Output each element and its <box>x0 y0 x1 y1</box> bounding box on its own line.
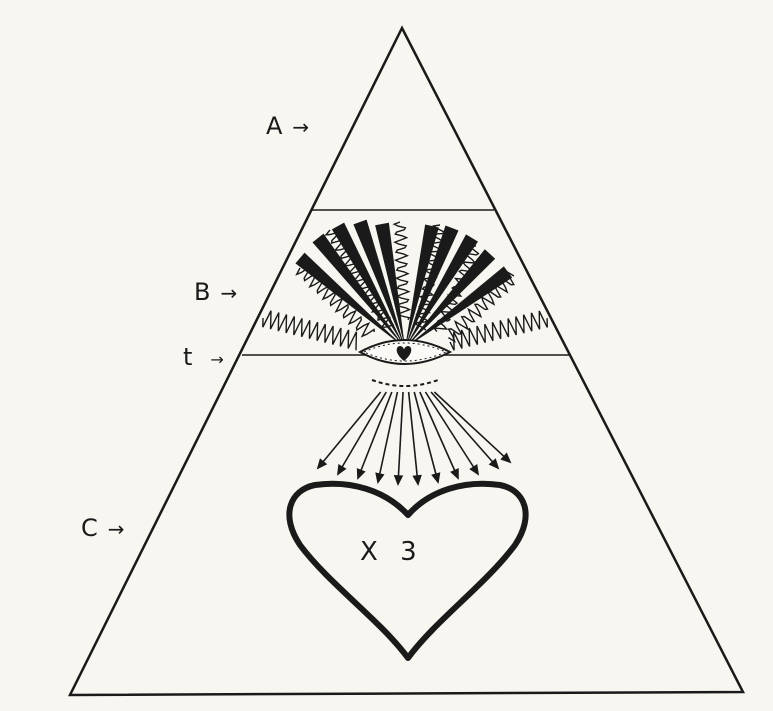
label-a: A→ <box>266 114 309 138</box>
eye-icon <box>360 340 450 364</box>
arrow-icon: → <box>210 350 223 369</box>
arrow-line <box>358 392 392 478</box>
arrow-head <box>414 476 421 484</box>
large-heart-shape <box>289 484 525 658</box>
arrow-line <box>431 392 498 468</box>
arrow-line <box>409 392 418 484</box>
arrow-head <box>395 476 402 484</box>
arrow-head <box>358 469 365 478</box>
arrow-head <box>376 473 383 482</box>
wave-lines <box>263 222 548 350</box>
arrow-icon: → <box>220 281 237 305</box>
arrow-line <box>398 392 403 484</box>
label-c: C→ <box>81 516 125 540</box>
arrow-line <box>318 392 381 468</box>
arrow-icon: → <box>108 517 125 541</box>
arrow-head <box>338 465 345 474</box>
arrow-line <box>378 392 397 482</box>
eye-arc <box>372 380 438 386</box>
down-arrows <box>318 392 510 484</box>
arrow-head <box>471 465 478 474</box>
wave-line <box>263 311 357 351</box>
label-t: t→ <box>183 345 224 369</box>
arrow-icon: → <box>292 115 309 139</box>
arrow-line <box>338 392 386 474</box>
heart-text: X 3 <box>360 537 419 567</box>
label-b: B→ <box>194 280 237 304</box>
arrow-head <box>433 473 440 482</box>
arrow-head <box>452 469 458 478</box>
